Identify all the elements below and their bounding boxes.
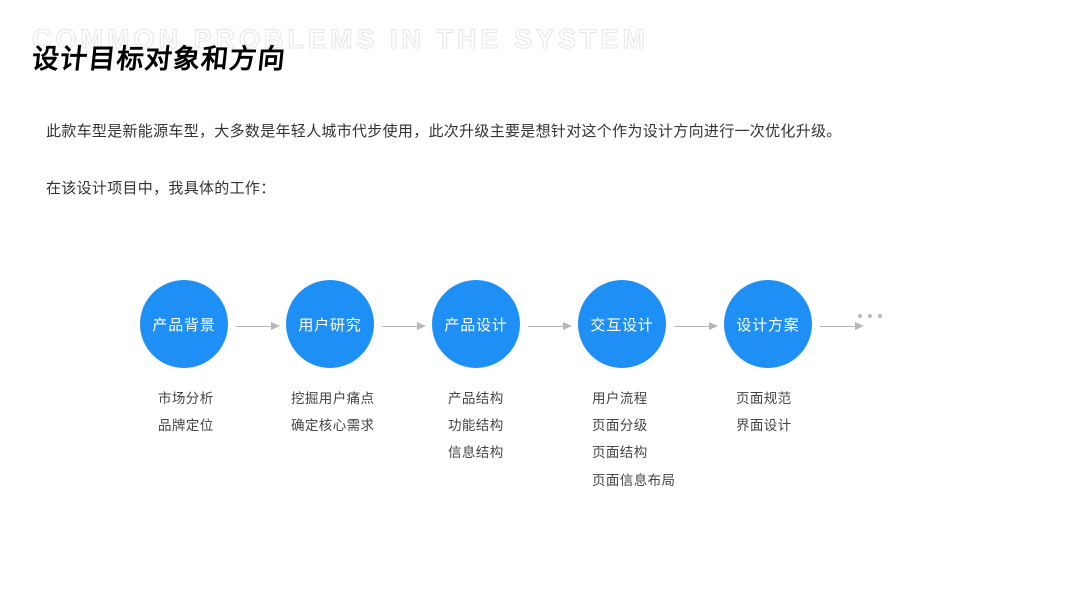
caption-item: 挖掘用户痛点 — [291, 391, 375, 406]
flow-captions-5: 页面规范 界面设计 — [736, 391, 792, 445]
intro-paragraph: 此款车型是新能源车型，大多数是年轻人城市代步使用，此次升级主要是想针对这个作为设… — [46, 123, 842, 140]
flow-node-2[interactable]: 用户研究 — [286, 280, 374, 368]
flow-arrow-icon-4 — [674, 322, 720, 331]
caption-item: 页面信息布局 — [592, 472, 676, 488]
flow-captions-4: 用户流程 页面分级 页面结构 页面信息布局 — [592, 391, 675, 500]
flow-node-3[interactable]: 产品设计 — [432, 280, 520, 368]
caption-item: 市场分析 — [158, 391, 214, 406]
flow-node-3-label: 产品设计 — [444, 316, 508, 334]
caption-item: 信息结构 — [448, 445, 504, 461]
caption-item: 用户流程 — [592, 391, 648, 406]
caption-item: 页面规范 — [736, 391, 792, 406]
caption-item: 品牌定位 — [158, 418, 214, 434]
flow-arrow-icon-3 — [528, 322, 574, 331]
caption-item: 页面结构 — [592, 445, 648, 461]
caption-item: 确定核心需求 — [291, 418, 375, 434]
flow-arrow-icon-2 — [382, 322, 428, 331]
flow-captions-1: 市场分析 品牌定位 — [158, 391, 214, 445]
flow-node-1-label: 产品背景 — [152, 316, 216, 334]
flow-node-4[interactable]: 交互设计 — [578, 280, 666, 368]
caption-item: 产品结构 — [448, 391, 504, 406]
decorative-outline-title: COMMON PROBLEMS IN THE SYSTEM — [31, 24, 650, 54]
caption-item: 界面设计 — [736, 418, 792, 434]
flow-node-5[interactable]: 设计方案 — [724, 280, 812, 368]
flow-node-2-label: 用户研究 — [298, 316, 362, 334]
flow-node-1[interactable]: 产品背景 — [140, 280, 228, 368]
caption-item: 页面分级 — [592, 418, 648, 434]
flow-node-5-label: 设计方案 — [736, 316, 800, 334]
flow-captions-3: 产品结构 功能结构 信息结构 — [448, 391, 504, 473]
ellipsis-icon — [858, 314, 882, 318]
page-title: 设计目标对象和方向 — [30, 44, 288, 75]
work-scope-label: 在该设计项目中，我具体的工作： — [46, 180, 276, 197]
caption-item: 功能结构 — [448, 418, 504, 434]
flow-node-4-label: 交互设计 — [590, 316, 654, 334]
flow-arrow-icon-5 — [820, 322, 866, 331]
flow-arrow-icon-1 — [236, 322, 282, 331]
flow-captions-2: 挖掘用户痛点 确定核心需求 — [291, 391, 374, 445]
